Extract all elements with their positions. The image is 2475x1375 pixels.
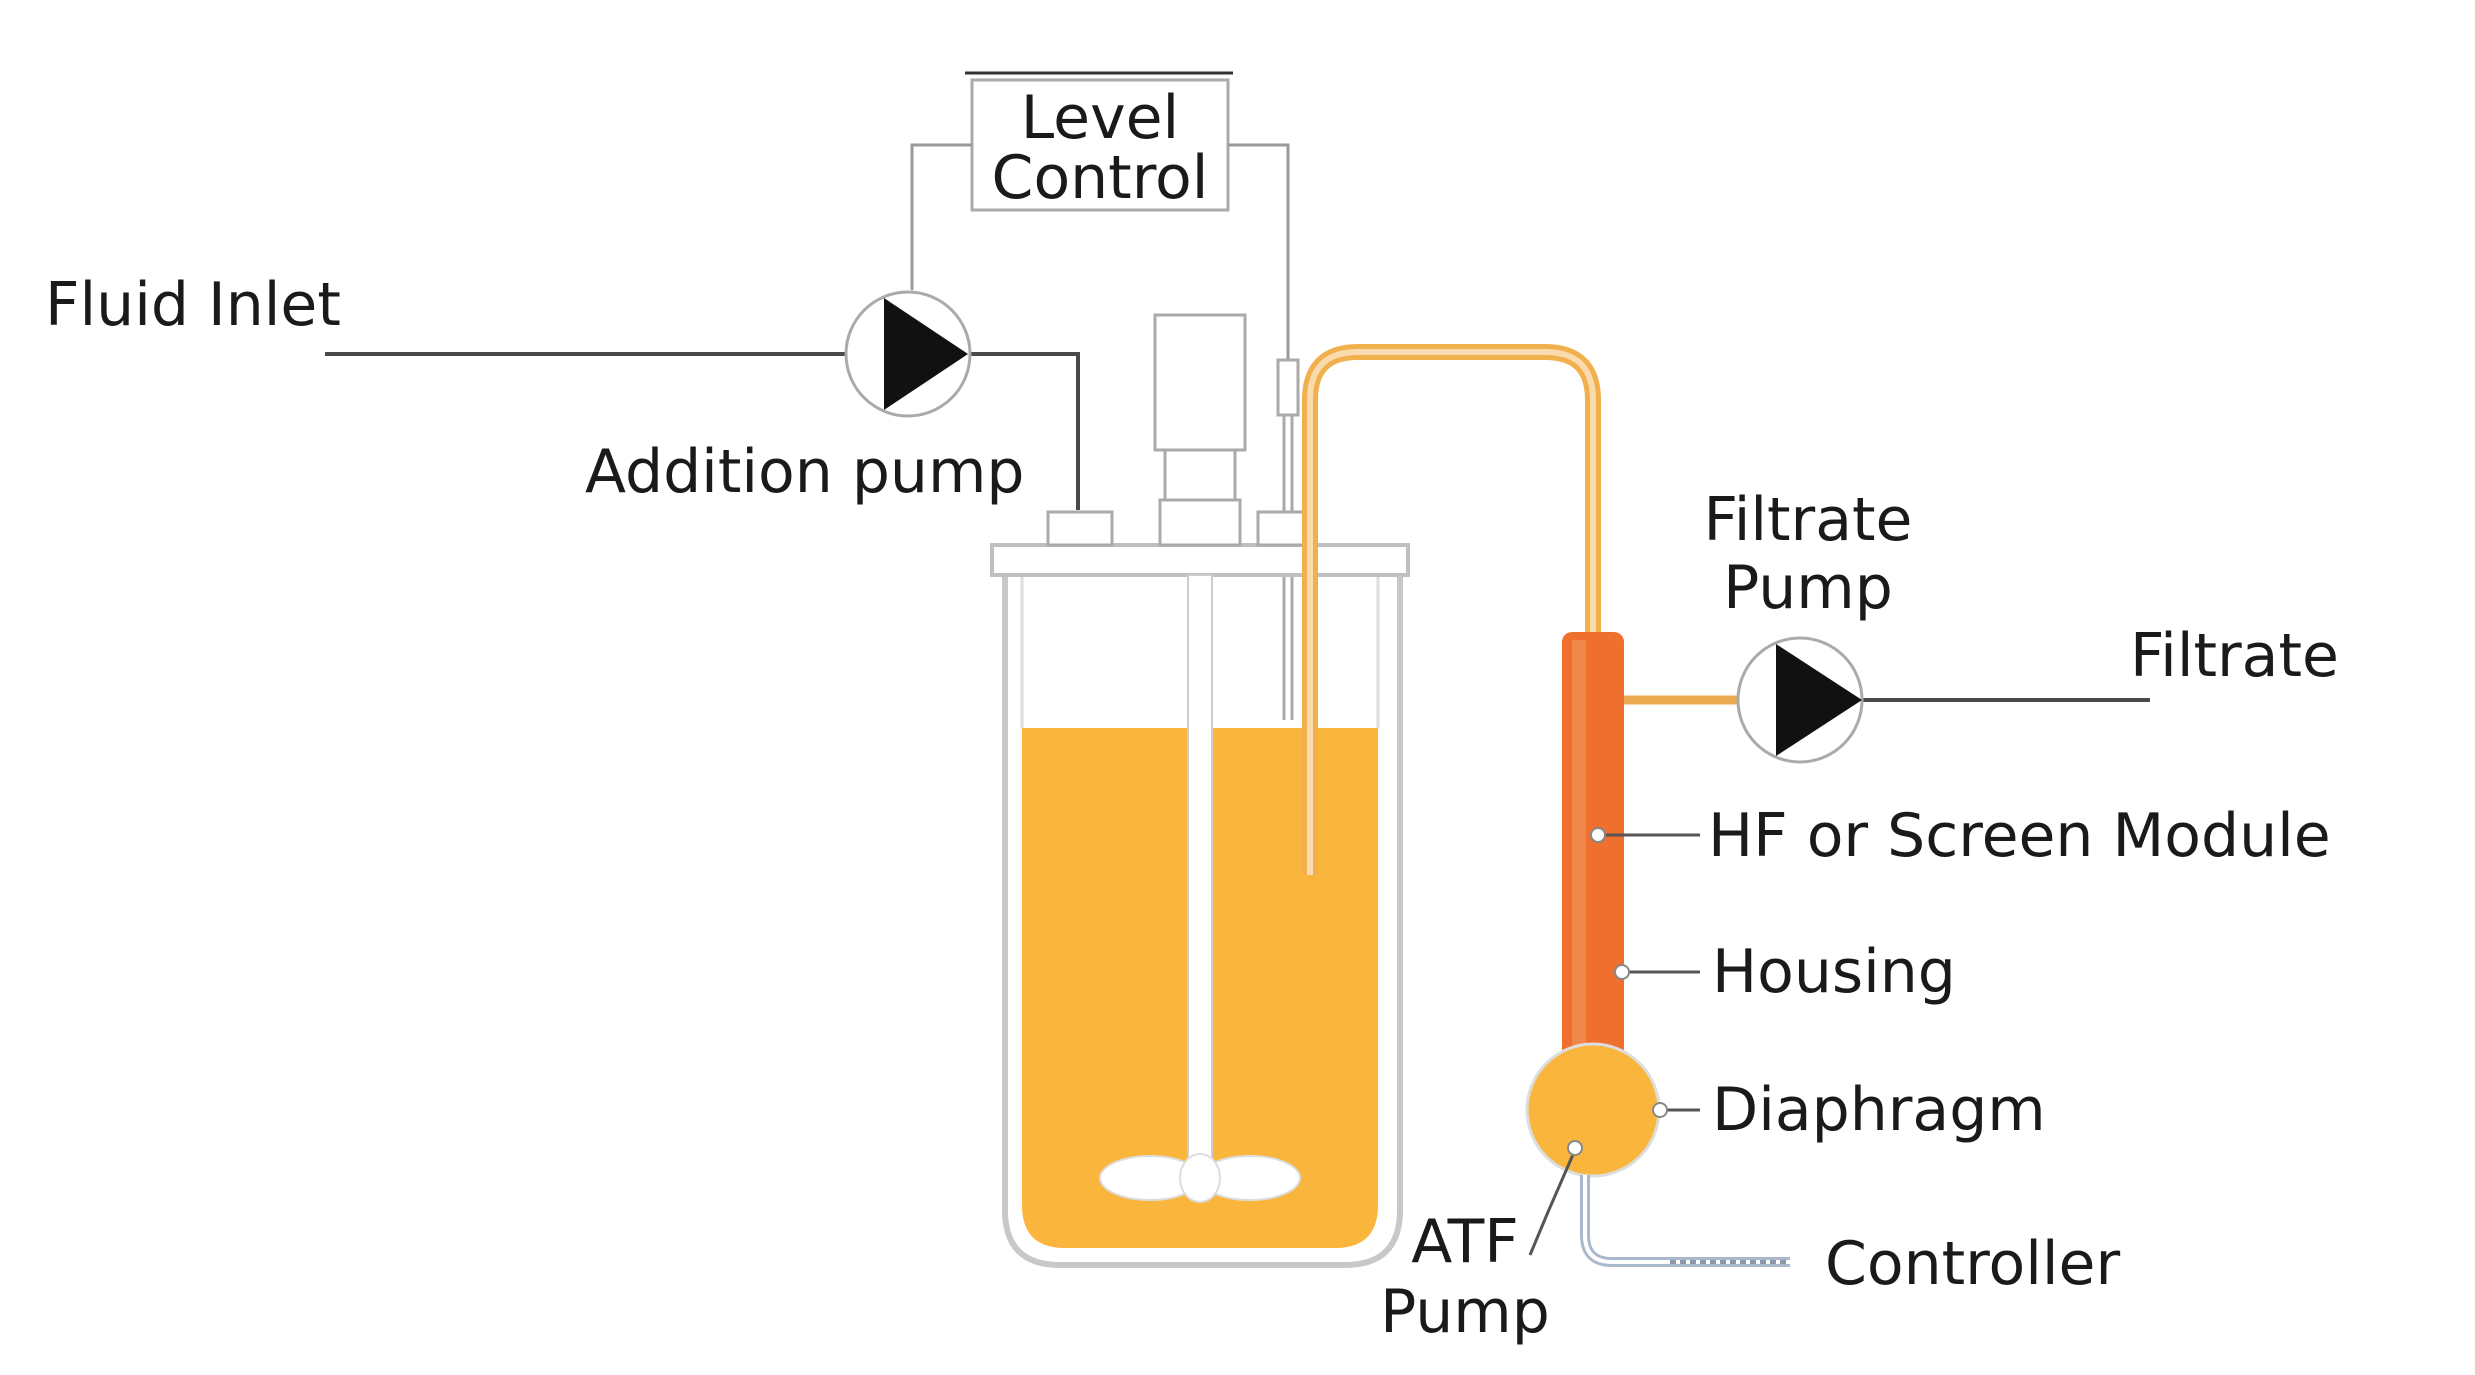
filtrate-pump-label-2: Pump (1723, 553, 1893, 623)
housing-label: Housing (1712, 937, 1956, 1007)
level-control-to-pump-line (910, 143, 972, 290)
housing-marker (1614, 964, 1630, 980)
agitator-motor (1153, 313, 1247, 547)
diaphragm-label: Diaphragm (1712, 1075, 2046, 1145)
atf-pump-body (1525, 1042, 1661, 1178)
controller-line (1580, 1175, 1790, 1267)
filtrate-label: Filtrate (2130, 621, 2339, 691)
addition-pump-label: Addition pump (585, 437, 1024, 507)
hf-module-marker (1590, 827, 1606, 843)
level-control-to-sensor-line (1228, 143, 1290, 360)
level-control-box: Level Control (965, 71, 1233, 213)
agitator-shaft (1187, 574, 1213, 1176)
atf-pump-label-1: ATF (1411, 1207, 1519, 1277)
filtrate-pump-label-1: Filtrate (1704, 485, 1913, 555)
atf-pump-leader (1528, 1149, 1577, 1256)
harvest-tube (1302, 344, 1601, 875)
impeller (1099, 1153, 1301, 1203)
controller-label: Controller (1825, 1229, 2120, 1299)
hf-screen-module (1562, 632, 1624, 1092)
filtrate-pump-icon (1736, 636, 1864, 764)
diaphragm-marker (1652, 1102, 1668, 1118)
vessel-lid (990, 543, 1410, 577)
level-control-label-2: Control (992, 143, 1209, 213)
level-control-label-1: Level (1021, 83, 1179, 153)
addition-pump-icon (844, 290, 972, 418)
atf-pump-marker (1567, 1140, 1583, 1156)
atf-pump-label-2: Pump (1380, 1277, 1550, 1347)
fluid-inlet-label: Fluid Inlet (45, 270, 341, 340)
addition-feed-line (968, 352, 1080, 510)
addition-port (1046, 510, 1114, 547)
hf-module-label: HF or Screen Module (1708, 801, 2331, 871)
